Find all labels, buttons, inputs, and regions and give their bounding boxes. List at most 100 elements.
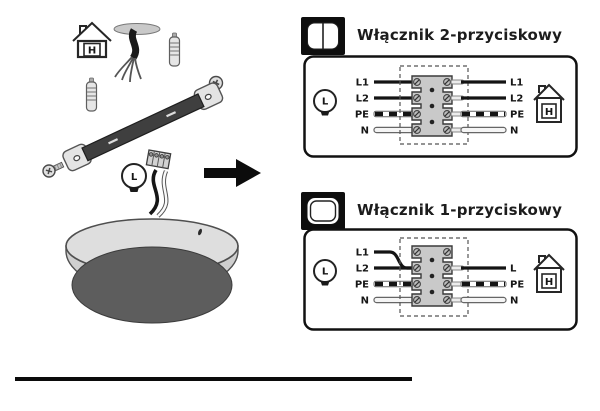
plug-ridges [170,42,179,56]
wall-plug-icon [85,77,98,112]
bulb-letter: L [322,267,329,278]
connector-dividers [151,150,166,168]
house-roof [72,21,112,42]
terminal-screw-icon [443,280,451,288]
terminal-screw-icon [413,126,421,134]
cable-wire [129,57,135,83]
wire-n [373,126,415,134]
house-chimney [79,25,87,34]
ceiling-cable-icon [113,23,161,83]
bulb-icon: L [313,89,337,116]
switch-1-button-icon [301,192,345,230]
terminal-label: N [361,126,369,137]
panel-title-switch1: Włącznik 1-przyciskowy [357,201,563,219]
house-letter: H [545,277,553,288]
bulb-letter: L [322,97,329,108]
ceiling-ellipse [113,23,161,35]
terminal-label: L2 [356,94,369,105]
cable-sheath [128,28,140,61]
neutral-wire [157,170,168,217]
connector-screw [148,152,154,157]
block-dot [429,87,435,93]
switch-rocker-inner [309,200,337,222]
bracket-slots [108,111,177,145]
wiring-diagram-2-button: L L1 L2 PE N L1 L2 PE N H [303,55,578,158]
canopy-bottom-face [71,246,233,324]
terminal-label: L [510,264,517,275]
wire-n [373,296,415,304]
terminal-screw-icon [443,110,451,118]
bulb-icon: L [313,259,337,286]
terminal-screws [413,248,451,304]
terminal-label: PE [510,110,524,121]
terminal-label: L1 [356,248,369,259]
wire-connector-icon [145,149,172,218]
terminal-screws [413,78,451,134]
terminal-label: PE [355,280,369,291]
terminal-screw-icon [443,296,451,304]
terminal-label: L1 [356,78,369,89]
terminal-label: L2 [510,94,523,105]
terminal-screw-icon [413,264,421,272]
divider-bar [15,377,412,381]
terminal-screw-icon [443,264,451,272]
house-icon: H [533,83,565,123]
mounting-bracket [62,82,224,172]
house-inner-frame [541,103,557,119]
terminal-label: N [510,296,518,307]
bulb-base [129,187,139,192]
cable-wire [114,56,133,78]
terminal-screw-icon [443,248,451,256]
house-chimney [538,85,546,93]
block-dot [429,289,435,295]
house-inner-frame [83,42,101,57]
block-dot [429,273,435,279]
next-step-arrow-icon [204,159,261,187]
house-roof [533,253,565,271]
wire-n [460,126,507,134]
screw-cross-slot [45,167,53,175]
block-dot [429,103,435,109]
canopy-hole [198,228,202,236]
bulb-icon: L [121,163,147,192]
terminal-label: L2 [356,264,369,275]
wall-plug-icon [168,32,181,67]
terminal-screw-icon [443,126,451,134]
house-letter: H [88,46,96,57]
terminal-label: PE [355,110,369,121]
terminal-block-outline [399,65,469,145]
terminal-screw-icon [443,78,451,86]
screw-threads [53,163,63,171]
terminal-screw-icon [413,78,421,86]
house-chimney [538,255,546,263]
plug-ridges [87,87,96,101]
connector-screw [154,153,159,158]
house-icon: H [72,21,112,59]
block-dot [429,119,435,125]
wire-n [460,296,507,304]
bracket-hole [204,93,212,100]
house-roof [533,83,565,101]
lamp-canopy [65,218,239,324]
bracket-hole [73,155,81,162]
terminal-block-outline [399,237,469,317]
bracket-bar [81,93,205,162]
terminal-screw-icon [413,110,421,118]
house-letter: H [545,107,553,118]
connector-screw [159,154,165,159]
block-dot [429,257,435,263]
terminal-label: L1 [510,78,523,89]
terminal-screw-icon [413,94,421,102]
terminal-screw-icon [413,280,421,288]
cable-wire [134,57,142,80]
terminal-label: PE [510,280,524,291]
terminal-screw-icon [413,296,421,304]
cable-wire [121,57,134,81]
phase-wire [148,169,160,216]
assembly-diagram: H [42,21,261,324]
house-inner-frame [541,273,557,289]
screw-icon [42,161,65,178]
switch-2-button-icon [301,17,345,55]
terminal-screw-icon [413,248,421,256]
wiring-diagram-1-button: L L1 L2 PE N L PE N H [303,228,578,331]
